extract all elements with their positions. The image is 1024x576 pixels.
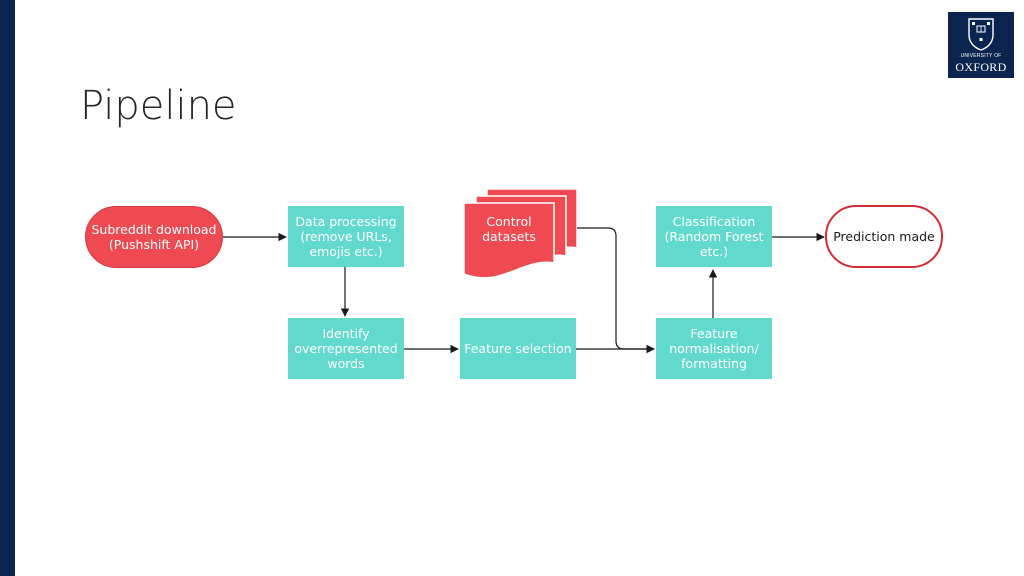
logo-line-2: OXFORD: [955, 60, 1007, 74]
node-classification: Classification (Random Forest etc.): [656, 206, 772, 267]
arrow-control-to-normalisation: [577, 227, 655, 354]
node-feature-normalisation: Feature normalisation/ formatting: [656, 318, 772, 379]
crest-icon: [968, 18, 994, 51]
node-subreddit-download: Subreddit download (Pushshift API): [85, 206, 223, 268]
university-logo: UNIVERSITY OF OXFORD: [948, 12, 1014, 78]
node-prediction-made: Prediction made: [825, 205, 943, 268]
node-data-processing: Data processing (remove URLs, emojis etc…: [288, 206, 404, 267]
left-accent-bar: [0, 0, 15, 576]
slide-title: Pipeline: [80, 83, 237, 129]
control-datasets-shape: [463, 188, 578, 279]
node-control-datasets: Control datasets: [482, 214, 536, 244]
node-feature-selection: Feature selection: [460, 318, 576, 379]
node-identify-words: Identify overrepresented words: [288, 318, 404, 379]
logo-line-1: UNIVERSITY OF: [960, 53, 1002, 59]
